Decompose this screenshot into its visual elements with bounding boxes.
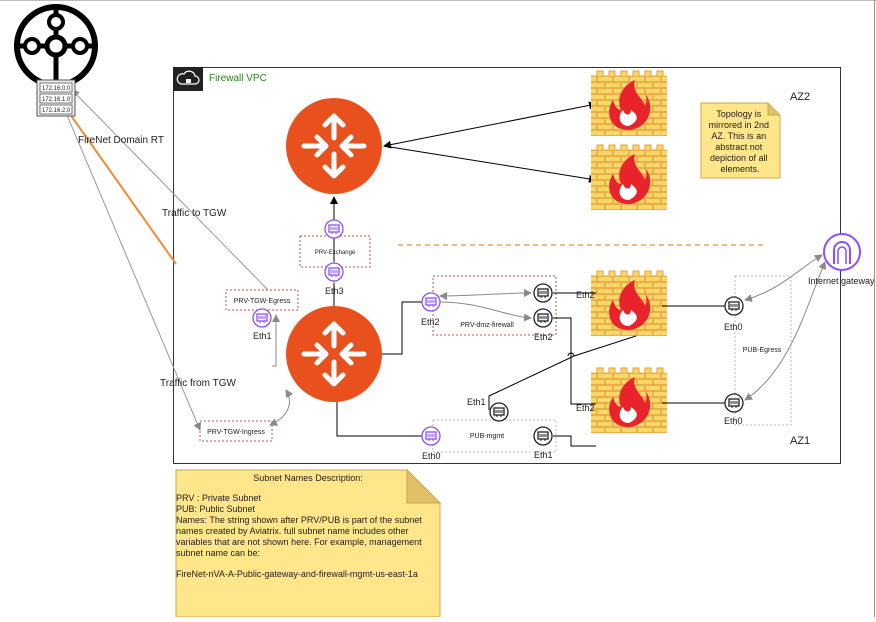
note-line: elements. <box>720 164 759 174</box>
az2-label: AZ2 <box>790 91 810 103</box>
note-line: AZ. This is an <box>711 131 766 141</box>
subnet-description-note: Subnet Names Description: PRV : Private … <box>175 468 442 618</box>
desc-line: subnet name can be: <box>176 548 260 558</box>
black-links <box>330 196 726 447</box>
note-line: mirrored in 2nd <box>708 120 769 130</box>
eth-label: Eth2 <box>534 332 553 342</box>
eth-label: Eth1 <box>253 331 272 341</box>
subnet-label: PUB-mgmt <box>470 433 504 440</box>
gray-links <box>269 254 827 426</box>
router-icon[interactable] <box>286 306 382 402</box>
firewall-icon[interactable] <box>590 144 668 211</box>
network-interface-icon[interactable] <box>533 426 553 446</box>
eth-label: Eth0 <box>724 416 743 426</box>
az1-label: AZ1 <box>790 435 810 447</box>
desc-line: Names: The string shown after PRV/PUB is… <box>176 515 422 525</box>
note-line: abstract not <box>715 142 763 152</box>
network-interface-icon[interactable] <box>421 292 441 312</box>
firewall-icon[interactable] <box>590 70 668 137</box>
tgw-attachment-line <box>59 99 177 265</box>
subnet-label: PRV-TGW-Ingress <box>207 429 265 436</box>
eth-label: Eth1 <box>534 450 553 460</box>
network-interface-icon[interactable] <box>324 262 344 282</box>
topology-note: Topology is mirrored in 2nd AZ. This is … <box>700 102 781 179</box>
network-interface-icon[interactable] <box>533 308 553 328</box>
eth-label: Eth2 <box>576 290 595 300</box>
desc-line: names created by Aviatrix. full subnet n… <box>176 526 408 536</box>
domain-rt-label: FireNet Domain RT <box>78 135 164 146</box>
network-interface-icon[interactable] <box>252 308 272 328</box>
network-interface-icon[interactable] <box>489 402 509 422</box>
network-interface-icon[interactable] <box>724 296 744 316</box>
traffic-from-tgw-line <box>63 107 201 431</box>
note-line: Topology is <box>716 109 762 119</box>
internet-gateway-label: Internet gateway <box>808 276 875 286</box>
subnet-label: PRV-dmz-firewall <box>460 322 514 329</box>
desc-line: FireNet-nVA-A-Public-gateway-and-firewal… <box>176 569 418 579</box>
router-fw-link <box>383 145 597 183</box>
network-interface-icon[interactable] <box>324 219 344 239</box>
traffic-from-tgw-label: Traffic from TGW <box>160 378 236 389</box>
firewall-icon[interactable] <box>590 270 668 337</box>
route-table: 172.16.0.0 172.16.1.0 172.16.2.0 <box>36 79 76 117</box>
subnet-label: PRV-Exchange <box>315 250 356 256</box>
network-interface-icon[interactable] <box>421 426 441 446</box>
router-fw-link <box>383 101 597 149</box>
eth-label: Eth1 <box>467 397 486 407</box>
desc-line: PRV : Private Subnet <box>176 493 261 503</box>
eth-label: Eth0 <box>724 322 743 332</box>
subnet-label: PUB-Egress <box>743 347 782 354</box>
traffic-to-tgw-label: Traffic to TGW <box>162 208 227 219</box>
route-entry: 172.16.0.0 <box>42 86 71 92</box>
router-icon[interactable] <box>286 98 382 194</box>
eth-label: Eth0 <box>422 451 441 461</box>
network-interface-icon[interactable] <box>533 283 553 303</box>
traffic-to-tgw-line <box>71 89 269 291</box>
transit-gateway-icon[interactable] <box>14 4 98 88</box>
eth-label: Eth2 <box>421 317 440 327</box>
route-entry: 172.16.1.0 <box>42 97 71 103</box>
desc-title: Subnet Names Description: <box>253 473 363 483</box>
route-entry: 172.16.2.0 <box>42 108 71 114</box>
eth-label: Eth2 <box>576 403 595 413</box>
network-interface-icon[interactable] <box>724 393 744 413</box>
subnet-label: PRV-TGW-Egress <box>234 298 291 305</box>
note-line: depiction of all <box>710 153 768 163</box>
svg-text:Topology is mirrored in: Topology is mirrored in 2nd AZ. This is … <box>708 109 771 174</box>
vpc-title: Firewall VPC <box>209 73 267 84</box>
subnet-box <box>199 420 273 442</box>
subnet-box <box>432 275 557 336</box>
firewall-icon[interactable] <box>590 367 668 434</box>
eth-label: Eth3 <box>325 286 344 296</box>
internet-gateway-icon[interactable] <box>823 233 861 271</box>
desc-line: PUB: Public Subnet <box>176 504 256 514</box>
desc-line: variables that are not shown here. For e… <box>176 537 422 547</box>
